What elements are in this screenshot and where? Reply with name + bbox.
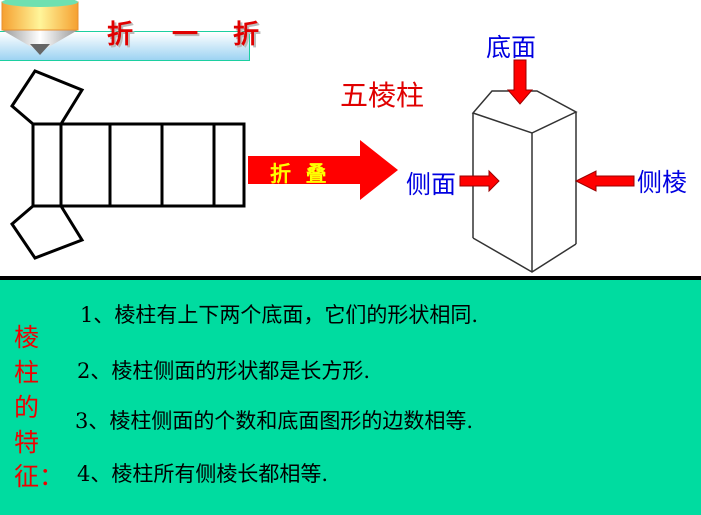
lateral-face-label: 侧面 — [406, 170, 457, 199]
spinning-top-icon — [1, 0, 79, 55]
base-arrow — [506, 59, 534, 105]
features-panel — [0, 276, 701, 515]
fold-label: 折 叠 — [270, 161, 327, 186]
lateral-face-arrow — [459, 169, 500, 193]
feature-item: 4、棱柱所有侧棱长都相等. — [77, 462, 329, 486]
fold-arrow — [248, 140, 398, 200]
side-title-char: 柱 — [14, 358, 40, 387]
side-title-char: 的 — [14, 393, 40, 422]
side-title-char: 特 — [14, 428, 40, 457]
base-label: 底面 — [486, 33, 537, 62]
prism-name: 五棱柱 — [340, 79, 425, 112]
side-title-char: 征： — [14, 462, 65, 491]
title-char: 一 — [172, 20, 199, 50]
side-title-char: 棱 — [14, 323, 40, 352]
lateral-edge-arrow — [574, 170, 635, 192]
title-char: 折 — [107, 20, 134, 50]
prism-diagram — [10, 59, 635, 273]
prism-net — [10, 69, 246, 260]
lateral-edge-label: 侧棱 — [637, 168, 688, 197]
feature-item: 2、棱柱侧面的形状都是长方形. — [77, 359, 371, 383]
feature-item: 1、棱柱有上下两个底面，它们的形状相同. — [80, 303, 479, 327]
title-char: 折 — [233, 20, 260, 50]
feature-item: 3、棱柱侧面的个数和底面图形的边数相等. — [75, 409, 474, 433]
